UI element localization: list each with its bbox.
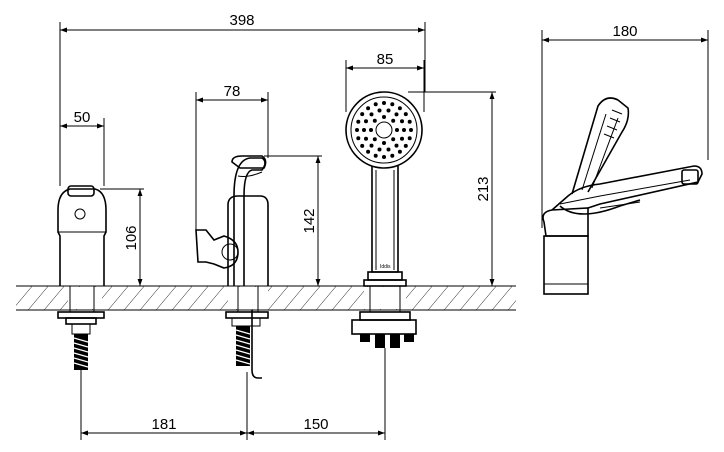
nozzle-dot	[360, 143, 365, 148]
nozzle-dot	[382, 141, 386, 145]
nozzle-dot	[400, 119, 404, 124]
nozzle-dot	[382, 101, 386, 105]
dim-handle-width: 50	[74, 109, 91, 126]
dimension-lines	[60, 27, 708, 436]
nozzle-dot	[369, 128, 373, 132]
nozzle-dot	[382, 115, 386, 119]
nozzle-dot	[364, 136, 368, 141]
nozzle-dot	[403, 143, 408, 148]
extension-lines	[59, 22, 709, 440]
nozzle-dot	[407, 119, 412, 124]
shower-brand-label: Iddis	[380, 264, 391, 270]
handle-indicator	[74, 208, 86, 220]
dim-shower-height: 213	[475, 176, 492, 201]
dim-spout-height: 142	[301, 208, 318, 233]
nozzle-dot	[390, 102, 395, 107]
dim-shower-head-width: 85	[377, 51, 394, 68]
dimension-labels: 398 50 78 85 180 106 142 213 181 150	[74, 12, 638, 433]
nozzle-dot	[394, 112, 399, 117]
dim-side-depth: 180	[612, 23, 637, 40]
nozzle-dot	[409, 128, 413, 132]
nozzle-dot	[372, 118, 377, 123]
nozzle-dot	[356, 119, 361, 124]
shower-nozzles	[355, 101, 413, 159]
dim-spacing-left: 181	[151, 416, 176, 433]
nozzle-dot	[356, 136, 361, 141]
nozzle-dot	[391, 137, 396, 142]
nozzle-dot	[372, 137, 377, 142]
nozzle-dot	[377, 108, 382, 113]
hand-shower: Iddis	[345, 91, 423, 348]
nozzle-dot	[382, 155, 386, 159]
nozzle-dot	[362, 128, 366, 132]
dim-total-width: 398	[229, 12, 254, 29]
nozzle-dot	[373, 102, 378, 107]
nozzle-dot	[394, 143, 399, 148]
nozzle-dot	[395, 128, 399, 132]
dim-handle-height: 106	[123, 225, 140, 250]
mixer-handle	[57, 185, 107, 370]
nozzle-dot	[364, 119, 368, 124]
countertop-deck	[16, 285, 516, 311]
nozzle-dot	[355, 128, 359, 132]
nozzle-dot	[400, 136, 404, 141]
nozzle-dot	[402, 128, 406, 132]
nozzle-dot	[403, 112, 408, 117]
nozzle-dot	[386, 108, 391, 113]
dim-spout-width: 78	[224, 83, 241, 100]
nozzle-dot	[366, 106, 371, 111]
nozzle-dot	[360, 112, 365, 117]
bath-spout	[195, 155, 269, 379]
nozzle-dot	[373, 153, 378, 158]
nozzle-dot	[390, 153, 395, 158]
nozzle-dot	[377, 147, 382, 152]
nozzle-dot	[397, 149, 402, 154]
nozzle-dot	[369, 143, 374, 148]
nozzle-dot	[386, 147, 391, 152]
shower-head-spray-face	[375, 121, 393, 139]
nozzle-dot	[366, 149, 371, 154]
nozzle-dot	[369, 112, 374, 117]
nozzle-dot	[397, 106, 402, 111]
dim-spacing-right: 150	[303, 416, 328, 433]
side-view	[542, 97, 703, 295]
nozzle-dot	[407, 136, 412, 141]
nozzle-dot	[391, 118, 396, 123]
